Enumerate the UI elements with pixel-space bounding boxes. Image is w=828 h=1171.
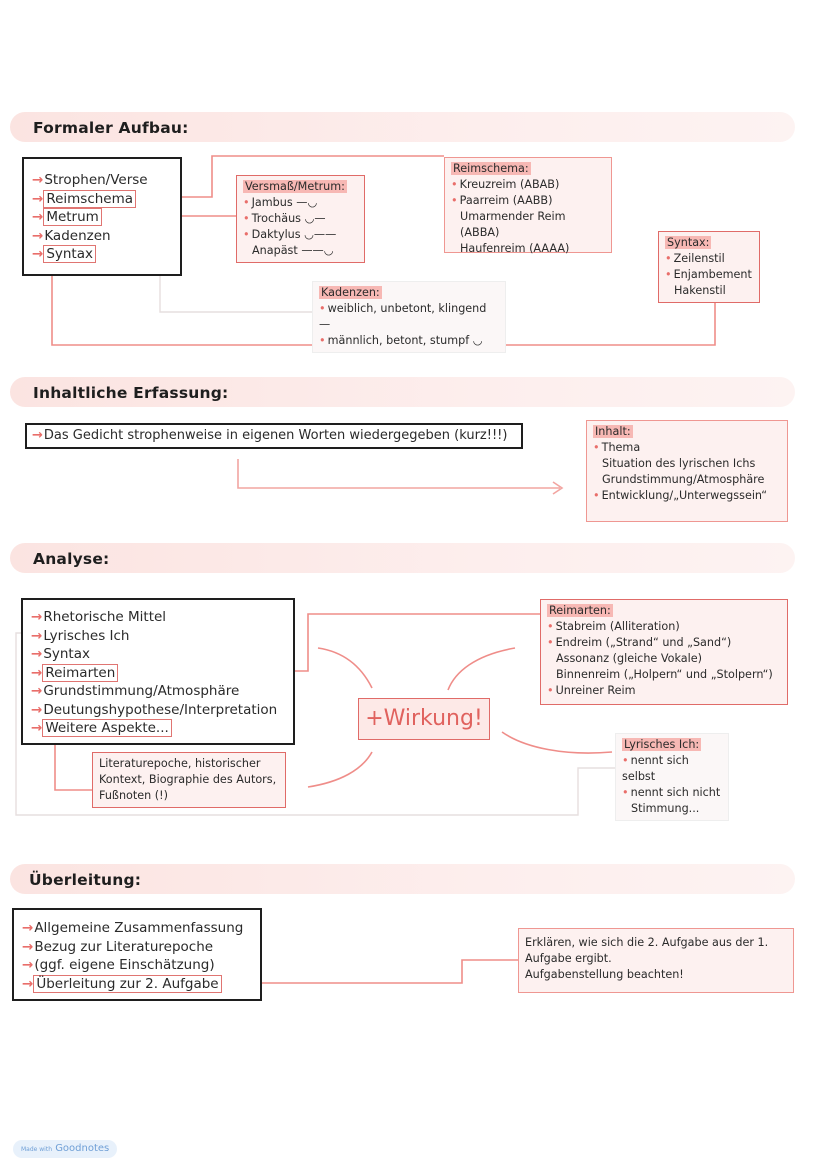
analysis-item-syntax: →Syntax — [31, 646, 90, 662]
transition-list-box: →Allgemeine Zusammenfassung →Bezug zur L… — [12, 908, 262, 1001]
syntax-line: Hakenstil — [674, 284, 726, 297]
syntax-line: •Enjambement — [665, 268, 752, 281]
transition-item-bezug: →Bezug zur Literaturepoche — [22, 938, 214, 955]
formal-item-reimschema: →Reimschema — [32, 189, 180, 209]
transition-note-line: Aufgabenstellung beachten! — [525, 968, 684, 981]
inhalt-line: •Thema — [593, 441, 641, 454]
transition-item-einschaetzung: →(ggf. eigene Einschätzung) — [22, 957, 215, 973]
reimarten-line: •Endreim („Strand“ und „Sand“) — [547, 636, 732, 649]
inhalt-line: Grundstimmung/Atmosphäre — [602, 473, 765, 486]
section-band-formal — [10, 112, 795, 142]
arrow-right-icon: → — [32, 209, 44, 225]
section-band-content — [10, 377, 795, 407]
inhalt-title: Inhalt: — [593, 425, 633, 438]
versmass-box: Versmaß/Metrum: •Jambus —◡ •Trochäus ◡— … — [236, 175, 365, 263]
arrow-right-icon: → — [32, 246, 44, 262]
weitere-line: Fußnoten (!) — [99, 789, 169, 802]
arrow-right-icon: → — [31, 720, 43, 736]
inhalt-line: •Entwicklung/„Unterwegssein“ — [593, 489, 768, 502]
reimschema-line: Umarmender Reim (ABBA) — [460, 210, 566, 239]
versmass-line: Anapäst ——◡ — [252, 244, 334, 257]
arrow-right-icon: → — [31, 646, 43, 662]
transition-note-line: Erklären, wie sich die 2. Aufgabe aus de… — [525, 936, 769, 949]
syntax-box: Syntax: •Zeilenstil •Enjambement Hakenst… — [658, 231, 760, 303]
inhalt-line: Situation des lyrischen Ichs — [602, 457, 756, 470]
content-item-box: →Das Gedicht strophenweise in eigenen Wo… — [25, 423, 523, 449]
arrow-right-icon: → — [22, 938, 34, 955]
weitere-line: Literaturepoche, historischer — [99, 757, 261, 770]
arrow-right-icon: → — [22, 920, 34, 936]
kadenzen-line: •männlich, betont, stumpf ◡ — [319, 334, 483, 347]
arrow-right-icon: → — [32, 227, 44, 244]
wirkung-box: +Wirkung! — [358, 698, 490, 740]
lyrisches-ich-box: Lyrisches Ich: •nennt sich selbst •nennt… — [615, 733, 729, 821]
badge-brand: Goodnotes — [55, 1143, 110, 1154]
heading-transition: Überleitung: — [29, 871, 142, 889]
arrow-right-icon: → — [32, 190, 44, 207]
versmass-title: Versmaß/Metrum: — [243, 180, 347, 193]
kadenzen-title: Kadenzen: — [319, 286, 382, 299]
versmass-line: •Jambus —◡ — [243, 196, 318, 209]
arrow-right-icon: → — [22, 957, 34, 973]
weitere-line: Kontext, Biographie des Autors, — [99, 773, 277, 786]
badge-prefix: Made with — [21, 1146, 52, 1153]
reimarten-box: Reimarten: •Stabreim (Alliteration) •End… — [540, 599, 788, 705]
lyrisches-ich-line: •nennt sich nicht — [622, 786, 721, 799]
section-band-transition — [10, 864, 795, 894]
weitere-aspekte-box: Literaturepoche, historischer Kontext, B… — [92, 752, 286, 808]
analysis-list-box: →Rhetorische Mittel →Lyrisches Ich →Synt… — [21, 598, 295, 745]
arrow-right-icon: → — [32, 428, 43, 443]
reimarten-line: Assonanz (gleiche Vokale) — [556, 652, 702, 665]
reimschema-line: •Paarreim (AABB) — [451, 194, 553, 207]
reimschema-line: Haufenreim (AAAA) — [460, 242, 570, 255]
reimarten-line: •Stabreim (Alliteration) — [547, 620, 680, 633]
versmass-line: •Trochäus ◡— — [243, 212, 326, 225]
reimschema-line: •Kreuzreim (ABAB) — [451, 178, 560, 191]
inhalt-box: Inhalt: •Thema Situation des lyrischen I… — [586, 420, 788, 522]
heading-content: Inhaltliche Erfassung: — [33, 384, 229, 402]
arrow-right-icon: → — [31, 664, 43, 681]
reimschema-box: Reimschema: •Kreuzreim (ABAB) •Paarreim … — [444, 157, 612, 255]
heading-formal: Formaler Aufbau: — [33, 119, 189, 137]
formal-item-strophen: →Strophen/Verse — [32, 172, 148, 188]
arrow-right-icon: → — [22, 975, 34, 992]
analysis-item-weitere: →Weitere Aspekte... — [31, 719, 293, 738]
formal-item-kadenzen: →Kadenzen — [32, 227, 111, 244]
section-band-analysis — [10, 543, 795, 573]
arrow-right-icon: → — [31, 683, 43, 699]
reimschema-title: Reimschema: — [451, 162, 531, 175]
reimarten-line: Binnenreim („Holpern“ und „Stolpern“) — [556, 668, 773, 681]
arrow-right-icon: → — [31, 609, 43, 625]
lyrisches-ich-title: Lyrisches Ich: — [622, 738, 702, 751]
analysis-item-deutung: →Deutungshypothese/Interpretation — [31, 701, 278, 718]
transition-item-zusammenfassung: →Allgemeine Zusammenfassung — [22, 920, 244, 936]
formal-item-metrum: →Metrum — [32, 208, 180, 227]
reimarten-title: Reimarten: — [547, 604, 613, 617]
formal-item-syntax: →Syntax — [32, 245, 180, 264]
analysis-item-stimmung: →Grundstimmung/Atmosphäre — [31, 683, 240, 699]
arrow-right-icon: → — [32, 172, 44, 188]
arrow-right-icon: → — [31, 627, 43, 644]
kadenzen-line: •weiblich, unbetont, klingend — — [319, 302, 487, 331]
syntax-line: •Zeilenstil — [665, 252, 725, 265]
transition-note-line: Aufgabe ergibt. — [525, 952, 612, 965]
lyrisches-ich-line: •nennt sich selbst — [622, 754, 689, 783]
arrow-right-icon: → — [31, 701, 43, 718]
reimarten-line: •Unreiner Reim — [547, 684, 636, 697]
analysis-item-reimarten: →Reimarten — [31, 663, 293, 683]
transition-item-ueberleitung: →Überleitung zur 2. Aufgabe — [22, 974, 260, 994]
syntax-title: Syntax: — [665, 236, 712, 249]
goodnotes-badge[interactable]: Made with Goodnotes — [13, 1140, 118, 1158]
versmass-line: •Daktylus ◡—— — [243, 228, 337, 241]
analysis-item-rhetorik: →Rhetorische Mittel — [31, 609, 167, 625]
heading-analysis: Analyse: — [33, 550, 110, 568]
formal-list-box: →Strophen/Verse →Reimschema →Metrum →Kad… — [22, 157, 182, 276]
content-item: →Das Gedicht strophenweise in eigenen Wo… — [32, 428, 508, 443]
transition-note-box: Erklären, wie sich die 2. Aufgabe aus de… — [518, 928, 794, 993]
analysis-item-lyrisches-ich: →Lyrisches Ich — [31, 627, 130, 644]
kadenzen-box: Kadenzen: •weiblich, unbetont, klingend … — [312, 281, 506, 353]
lyrisches-ich-line: Stimmung... — [631, 802, 700, 815]
